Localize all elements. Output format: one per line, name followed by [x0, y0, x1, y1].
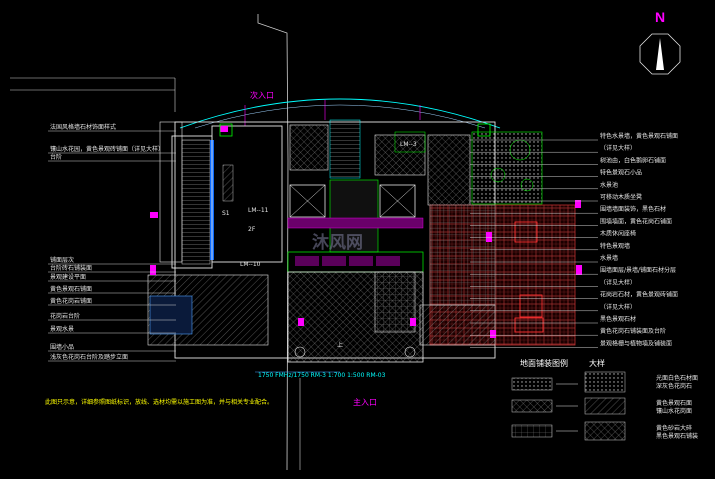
- legend-item-label: 深灰色花岗石: [656, 382, 692, 390]
- right-annotation-label: 树池由，白色鹅卵石铺面: [600, 156, 666, 164]
- north-octagon: [639, 33, 681, 75]
- bench-2: [519, 294, 543, 318]
- footnote: 此图只示意，详细参照图纸标识，放线、选材均需以施工图为准，并与相关专业配合。: [45, 398, 273, 406]
- paving-legend: 地面铺装图例 大样 光面白色石材面深灰色花岗石黄色景观石面镶山水花岗面黄色砂岩大…: [511, 358, 698, 441]
- left-annotation-label: 台阶: [50, 153, 62, 161]
- centre-stair: [329, 119, 361, 179]
- left-room-door: [222, 164, 234, 202]
- right-annotation-label: 黑色景观石材: [600, 315, 636, 323]
- left-annotations: 法国风格墙石材饰面样式镶山水花园，黄色景观砖铺面（详见大样）台阶铺面层次台阶砖石…: [48, 123, 176, 362]
- right-annotation-label: 水景墙: [600, 254, 618, 262]
- right-annotation-label: 围墙面层/景墙/铺面石材分层: [600, 266, 676, 274]
- legend-item-label: 镶山水花岗面: [656, 407, 692, 415]
- magenta-markers: [150, 126, 582, 338]
- legend-item-label: 黑色景观石铺装: [656, 432, 698, 440]
- left-annotation-label: 景观建设平面: [50, 273, 86, 281]
- left-annotation-label: 铺面层次: [50, 256, 74, 264]
- right-annotation-label: 可移动木质坐凳: [600, 193, 642, 201]
- legend-item-label: 黄色砂岩大碎: [656, 424, 692, 432]
- room-label-s1: S1: [222, 210, 230, 217]
- room-label-lm10: LM--10: [240, 261, 261, 268]
- green-markers: [219, 123, 491, 137]
- legend-detail-2: [584, 397, 626, 415]
- bench-3: [514, 317, 544, 333]
- dimension-text: 1750 FMHz/1750 RM-3 1:700 1:500 RM-03: [258, 372, 386, 379]
- right-annotation-label: 花岗岩石材，黄色景观砖铺面: [600, 291, 678, 299]
- right-annotation-label: 围墙墙面，黄色花岗石铺面: [600, 217, 672, 225]
- planter-circle-1: [294, 346, 306, 358]
- watermark: 沐风网: [312, 233, 363, 253]
- lower-water-feature: [149, 295, 193, 335]
- right-room: [427, 134, 471, 206]
- right-annotation-label: 特色景观石小品: [600, 169, 642, 177]
- legend-item-label: 光面白色石材面: [656, 374, 698, 382]
- legend-detail-1: [584, 371, 626, 393]
- right-annotations: 特色水景墙，黄色景观石铺面 （详见大样） 树池由，白色鹅卵石铺面特色景观石小品水景池…: [470, 132, 678, 348]
- right-annotation-label: 景观格栅与植物墙及铺装面: [600, 339, 672, 347]
- right-annotation-label: （详见大样）: [600, 144, 636, 152]
- planting-bed: [471, 131, 543, 205]
- right-annotation-label: 黄色花岗石铺装面及台阶: [600, 327, 666, 335]
- right-annotation-label: 围墙墙面装饰，黑色石材: [600, 205, 666, 213]
- left-annotation-label: 花岗岩台阶: [50, 312, 80, 320]
- legend-swatch-3: [511, 424, 553, 438]
- north-needle: [656, 38, 664, 70]
- left-annotation-label: 台阶砖石铺装面: [50, 264, 92, 272]
- right-annotation-label: 水景池: [600, 181, 618, 189]
- entrance-arc: [179, 98, 501, 129]
- main-entrance-label: 主入口: [353, 397, 377, 407]
- legend-swatch-1: [511, 377, 553, 391]
- lm3-room: [394, 131, 426, 153]
- centre-void-left: [289, 124, 329, 171]
- planter-circle-2: [404, 346, 416, 358]
- left-staircase: [159, 121, 214, 269]
- north-arrow: N: [639, 9, 681, 75]
- centre-void-right: [374, 134, 426, 176]
- legend-subtitle: 大样: [589, 358, 605, 368]
- north-label: N: [655, 9, 665, 25]
- elevator-right: [379, 184, 416, 218]
- left-room: [211, 125, 283, 263]
- left-annotation-label: 法国风格墙石材饰面样式: [50, 123, 116, 131]
- legend-detail-3: [584, 421, 626, 441]
- stair-up-label: 上: [337, 341, 343, 349]
- lobby-magenta-band: [287, 217, 424, 229]
- lower-plaza-right: [419, 304, 496, 346]
- right-annotation-label: （详见大样）: [600, 303, 636, 311]
- right-annotation-label: 特色水景墙，黄色景观石铺面: [600, 132, 678, 140]
- left-annotation-label: 黄色景观石铺面: [50, 285, 92, 293]
- entrance-arc-inner: [194, 104, 486, 129]
- room-label-2f: 2F: [248, 226, 256, 233]
- room-label-lm11: LM--11: [248, 207, 269, 214]
- right-annotation-label: 特色景观墙: [600, 242, 630, 250]
- right-annotation-label: （详见大样）: [600, 278, 636, 286]
- left-annotation-label: 黄色花岗岩铺面: [50, 297, 92, 305]
- legend-swatch-2: [511, 399, 553, 413]
- bench-1: [514, 221, 538, 243]
- left-annotation-label: 镶山水花园，黄色景观砖铺面（详见大样）: [50, 145, 164, 153]
- grey-paving-courtyard: [429, 204, 496, 306]
- room-label-lm3: LM--3: [400, 141, 417, 148]
- elevator-left: [289, 184, 326, 218]
- legend-item-label: 黄色景观石面: [656, 399, 692, 407]
- left-annotation-label: 浅灰色花岗石台阶及踏步立面: [50, 353, 128, 361]
- colonnade: [374, 271, 416, 333]
- left-annotation-label: 景观水景: [50, 325, 74, 333]
- left-annotation-label: 围墙小品: [50, 343, 74, 351]
- legend-title: 地面铺装图例: [520, 358, 568, 368]
- right-annotation-label: 木质休闲座椅: [600, 230, 636, 238]
- secondary-entrance-label: 次入口: [250, 90, 274, 100]
